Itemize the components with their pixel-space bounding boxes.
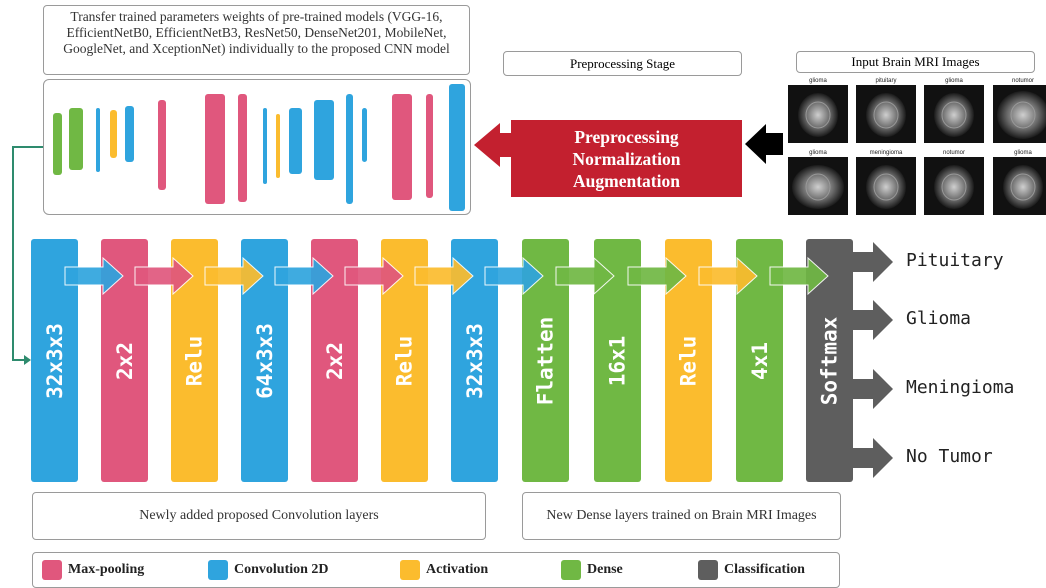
transfer-learning-text: Transfer trained parameters weights of p… [63, 9, 450, 56]
pretrained-layer-bar [346, 94, 353, 204]
legend-item: Dense [561, 560, 623, 580]
legend-label: Activation [426, 562, 489, 577]
dense-layers-caption: New Dense layers trained on Brain MRI Im… [522, 492, 841, 540]
mri-scan-image [993, 157, 1046, 215]
mri-scan-image [924, 85, 984, 143]
pretrained-model-box [43, 79, 471, 215]
preprocess-arrow-icon [474, 123, 520, 167]
legend-swatch [698, 560, 718, 580]
mri-scan-image [788, 157, 848, 215]
pretrained-layer-bar [289, 108, 302, 174]
conv-layers-caption-text: Newly added proposed Convolution layers [139, 508, 379, 523]
pretrained-layer-bar [53, 113, 62, 175]
preprocessing-stage-text: Preprocessing Stage [569, 55, 676, 71]
pretrained-layer-bar [69, 108, 83, 170]
flow-arrow-icon [555, 256, 615, 296]
flow-arrow-icon [204, 256, 264, 296]
output-arrow-icon [841, 300, 893, 340]
output-class-label: Meningioma [906, 377, 1015, 398]
flow-arrow-icon [769, 256, 829, 296]
pretrained-layer-bar [362, 108, 367, 162]
preprocessing-line-1: Preprocessing [574, 126, 679, 147]
mri-scan-image [856, 85, 916, 143]
legend-item: Convolution 2D [208, 560, 329, 580]
preprocessing-line-2: Normalization [572, 148, 681, 169]
mri-image-label: glioma [809, 150, 827, 156]
preprocessing-box: Preprocessing Normalization Augmentation [511, 120, 742, 197]
legend-label: Max-pooling [68, 562, 145, 577]
conv-layers-caption: Newly added proposed Convolution layers [32, 492, 486, 540]
mri-image-label: pituitary [875, 78, 897, 84]
mri-scan-image [788, 85, 848, 143]
transfer-connector-line [12, 146, 43, 361]
flow-arrow-icon [134, 256, 194, 296]
mri-image-label: glioma [1014, 150, 1032, 156]
pretrained-layer-bar [263, 108, 267, 184]
pretrained-layer-bar [392, 94, 412, 200]
legend-swatch [400, 560, 420, 580]
flow-arrow-icon [64, 256, 124, 296]
pretrained-layer-bar [158, 100, 166, 190]
mri-scan-image [924, 157, 984, 215]
mri-image-label: glioma [945, 78, 963, 84]
flow-arrow-icon [698, 256, 758, 296]
flow-arrow-icon [484, 256, 544, 296]
flow-arrow-icon [414, 256, 474, 296]
pretrained-layer-bar [96, 108, 100, 172]
input-images-label: Input Brain MRI Images [796, 51, 1035, 73]
input-images-text: Input Brain MRI Images [851, 54, 980, 69]
output-arrow-icon [841, 242, 893, 282]
flow-arrow-icon [627, 256, 687, 296]
output-class-label: Pituitary [906, 250, 1004, 271]
mri-image-label: glioma [809, 78, 827, 84]
output-class-label: Glioma [906, 308, 972, 329]
pretrained-layer-bar [426, 94, 433, 198]
pretrained-layer-bar [276, 114, 280, 178]
mri-image-label: meningioma [869, 150, 903, 156]
pretrained-layer-bar [125, 106, 134, 162]
pretrained-layer-bar [205, 94, 225, 204]
dense-layers-caption-text: New Dense layers trained on Brain MRI Im… [546, 508, 817, 523]
mri-image-label: notumor [1011, 78, 1034, 84]
legend-item: Max-pooling [42, 560, 144, 580]
legend-label: Dense [587, 562, 623, 577]
legend-item: Activation [400, 560, 488, 580]
input-arrow-icon [745, 124, 783, 164]
pretrained-layer-bar [314, 100, 334, 180]
mri-scan-image [856, 157, 916, 215]
legend-swatch [561, 560, 581, 580]
legend-swatch [208, 560, 228, 580]
pretrained-layer-bar [110, 110, 117, 158]
legend-swatch [42, 560, 62, 580]
mri-scan-image [993, 85, 1046, 143]
preprocessing-line-3: Augmentation [573, 170, 680, 191]
legend-label: Convolution 2D [234, 562, 329, 577]
mri-image-label: notumor [942, 150, 965, 156]
legend-item: Classification [698, 560, 805, 580]
output-arrow-icon [841, 438, 893, 478]
flow-arrow-icon [274, 256, 334, 296]
transfer-connector-arrowhead-icon [24, 355, 31, 365]
transfer-learning-note: Transfer trained parameters weights of p… [43, 5, 470, 75]
legend-label: Classification [724, 562, 805, 577]
output-class-label: No Tumor [906, 446, 993, 467]
pretrained-layer-bar [238, 94, 247, 202]
preprocessing-stage-label: Preprocessing Stage [503, 51, 742, 76]
output-arrow-icon [841, 369, 893, 409]
pretrained-layer-bar [449, 84, 465, 211]
flow-arrow-icon [344, 256, 404, 296]
